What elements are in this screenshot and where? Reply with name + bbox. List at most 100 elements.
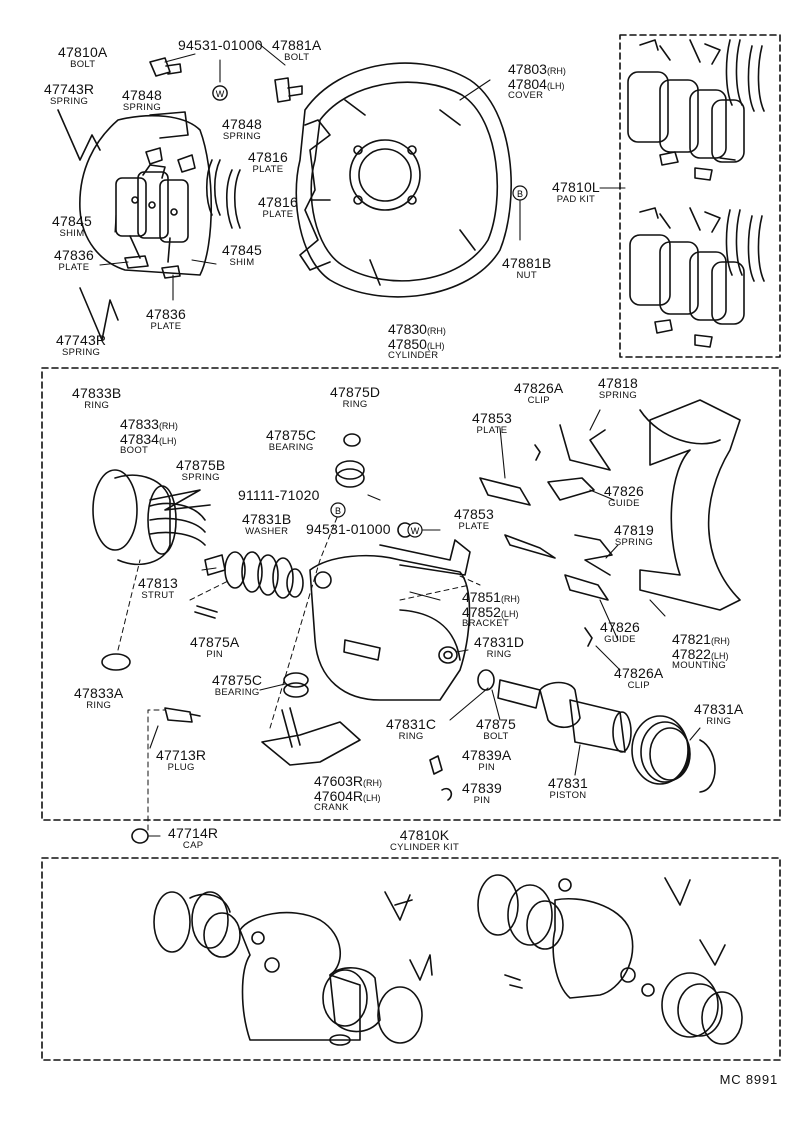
part-name: PLATE: [262, 208, 294, 220]
callout-47881A: 47881A BOLT: [272, 38, 321, 63]
callout-cylinder: 47830(RH) 47850(LH) CYLINDER: [388, 322, 446, 361]
part-number: 47826A: [514, 380, 564, 396]
part-name: BOLT: [284, 51, 310, 63]
part-name: GUIDE: [608, 497, 640, 509]
callout-47819: 47819 SPRING: [614, 523, 654, 548]
callout-47743R-bottom: 47743R SPRING: [56, 333, 106, 358]
part-name: STRUT: [141, 589, 175, 601]
part-name: PISTON: [549, 789, 587, 801]
part-number: 47743R: [56, 332, 107, 348]
part-number: 47743R: [44, 81, 95, 97]
bolt-marker-2: B: [330, 502, 346, 518]
part-number: 47816: [248, 149, 288, 165]
part-name: SPRING: [222, 130, 262, 142]
callout-47833A: 47833A RING: [74, 686, 123, 711]
bracket-lh-line: 47852(LH): [462, 603, 519, 620]
part-number: 47713R: [156, 747, 207, 763]
part-number: 47875B: [176, 457, 226, 473]
callout-47875B: 47875B SPRING: [176, 458, 225, 483]
part-number: 47818: [598, 375, 638, 391]
callout-47810L: 47810L PAD KIT: [552, 180, 600, 205]
crank-lh-line: 47604R(LH): [314, 787, 381, 804]
washer-marker-text-2: W: [411, 526, 420, 536]
callout-47881B: 47881B NUT: [502, 256, 551, 281]
part-name: WASHER: [245, 525, 289, 537]
callout-crank: 47603R(RH) 47604R(LH) CRANK: [314, 774, 382, 813]
washer-marker-2: W: [407, 522, 423, 538]
callout-47713R: 47713R PLUG: [156, 748, 206, 773]
mounting-lh-line: 47822(LH): [672, 645, 729, 662]
part-name: SPRING: [181, 471, 220, 483]
cylinder-lh-line: 47850(LH): [388, 335, 445, 352]
callout-94531-01000-top: 94531-01000: [178, 38, 263, 53]
part-name: PAD KIT: [556, 193, 596, 205]
part-name: SHIM: [59, 227, 85, 239]
part-number: 47833A: [74, 685, 124, 701]
part-number: 47875A: [190, 634, 240, 650]
part-name: BEARING: [214, 686, 260, 698]
callout-47875C-bottom: 47875C BEARING: [212, 673, 262, 698]
part-number: 47875C: [266, 427, 317, 443]
callout-91111-71020: 91111-71020: [238, 488, 320, 503]
part-name: SPRING: [50, 95, 89, 107]
part-name: RING: [342, 398, 368, 410]
part-name: RING: [706, 715, 732, 727]
pad-kit-drawing: [627, 39, 765, 348]
callout-47833B: 47833B RING: [72, 386, 121, 411]
callout-47831B: 47831B WASHER: [242, 512, 291, 537]
part-number: 47819: [614, 522, 654, 538]
cylinder-rh-line: 47830(RH): [388, 321, 446, 337]
part-name: RING: [486, 648, 512, 660]
part-name: SPRING: [122, 101, 162, 113]
part-name: RING: [86, 699, 112, 711]
part-name: PLATE: [58, 261, 90, 273]
callout-47831: 47831 PISTON: [548, 776, 588, 801]
part-name: GUIDE: [604, 633, 636, 645]
part-number: 47853: [454, 506, 494, 522]
part-number: 47875: [476, 716, 516, 732]
part-name: CYLINDER: [388, 350, 439, 362]
part-number: 47848: [222, 116, 262, 132]
part-name: BOLT: [483, 730, 509, 742]
part-name: PIN: [473, 794, 491, 806]
callout-47826A-top: 47826A CLIP: [514, 381, 563, 406]
part-number: 47845: [52, 213, 92, 229]
bolt-marker-text-2: B: [335, 506, 341, 516]
part-name: SPRING: [598, 389, 638, 401]
cylinder-kit-drawing: [153, 874, 743, 1046]
part-name: RING: [84, 399, 110, 411]
part-name: BEARING: [268, 441, 314, 453]
pad-kit-frame: [619, 34, 781, 358]
part-name: BOLT: [70, 58, 96, 70]
callout-47853-b: 47853 PLATE: [454, 507, 494, 532]
part-number: 94531-01000: [306, 521, 391, 537]
part-number: 47839: [462, 780, 502, 796]
part-number: 47831: [548, 775, 588, 791]
bracket-rh-line: 47851(RH): [462, 589, 520, 605]
part-number: 47831A: [694, 701, 744, 717]
callout-47848-b: 47848 SPRING: [222, 117, 262, 142]
bolt-marker-text-1: B: [517, 189, 523, 199]
part-name: COVER: [508, 90, 544, 102]
part-number: 47831C: [386, 716, 437, 732]
part-name: CAP: [182, 839, 204, 851]
callout-47875D: 47875D RING: [330, 385, 380, 410]
part-number: 47813: [138, 575, 178, 591]
boot-rh-line: 47833(RH): [120, 416, 178, 432]
part-name: RING: [398, 730, 424, 742]
part-name: CLIP: [627, 679, 650, 691]
callout-47839A: 47839A PIN: [462, 748, 511, 773]
bolt-marker-1: B: [512, 185, 528, 201]
washer-marker-text-1: W: [216, 89, 225, 99]
callout-47853-a: 47853 PLATE: [472, 411, 512, 436]
part-number: 47816: [258, 194, 298, 210]
part-number: 47848: [122, 87, 162, 103]
part-number: 47810A: [58, 44, 108, 60]
callout-47818: 47818 SPRING: [598, 376, 638, 401]
leader-lines: [99, 42, 701, 837]
part-number: 47836: [146, 306, 186, 322]
callout-mounting: 47821(RH) 47822(LH) MOUNTING: [672, 632, 730, 671]
callout-47810A: 47810A BOLT: [58, 45, 107, 70]
callout-47826A-bottom: 47826A CLIP: [614, 666, 663, 691]
